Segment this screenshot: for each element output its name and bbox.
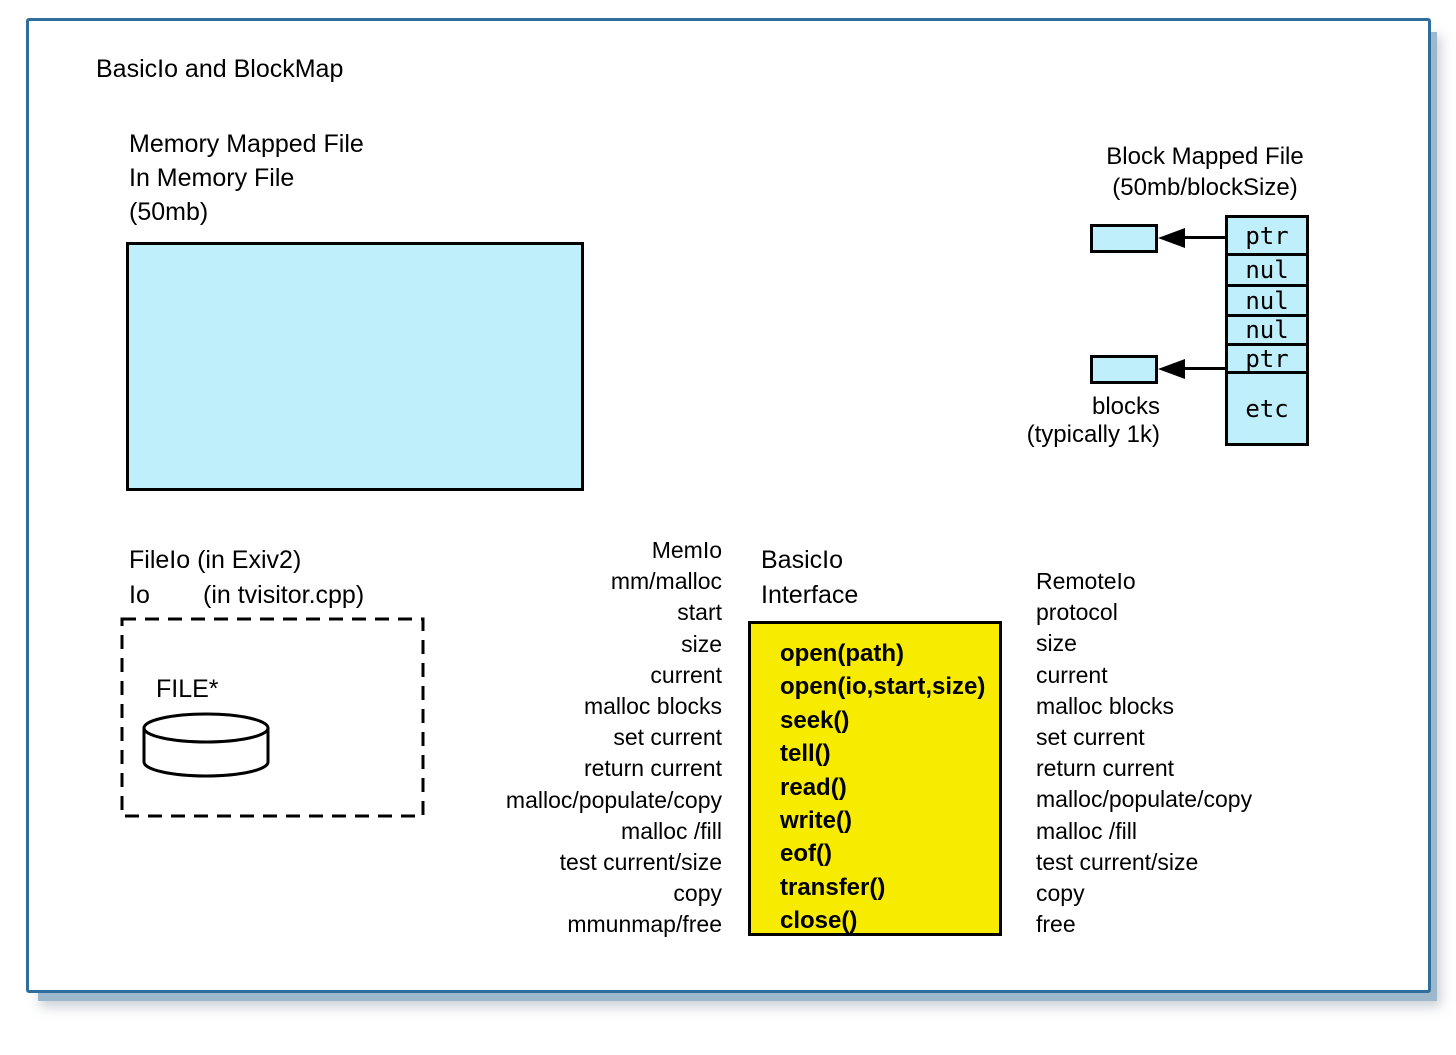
memory-mapped-label: Memory Mapped File In Memory File (50mb)	[129, 127, 364, 229]
basicio-method: write()	[780, 807, 852, 835]
disk-cylinder-icon	[142, 712, 270, 778]
remoteio-item: return current	[1036, 755, 1175, 782]
block-rect-1	[1090, 224, 1158, 253]
basicio-method: eof()	[780, 840, 832, 868]
memio-item: mmunmap/free	[567, 911, 722, 938]
memio-item: malloc /fill	[621, 817, 722, 844]
remoteio-item: size	[1036, 630, 1077, 657]
remoteio-column: RemoteIo protocol size current malloc bl…	[1036, 566, 1316, 940]
memory-mapped-label-line3: (50mb)	[129, 198, 209, 226]
memio-item: set current	[613, 724, 722, 751]
memio-item: size	[681, 630, 722, 657]
remoteio-item: set current	[1036, 724, 1145, 751]
blocks-label-line1: blocks	[1091, 393, 1160, 420]
block-rect-2	[1090, 355, 1158, 384]
arrow-line-1	[1184, 236, 1225, 239]
remoteio-item: malloc blocks	[1036, 692, 1175, 719]
arrow-line-2	[1184, 367, 1225, 370]
block-mapped-label-line1: Block Mapped File	[1106, 143, 1304, 170]
basicio-label: BasicIo Interface	[761, 543, 858, 613]
memio-item: copy	[673, 880, 722, 907]
basicio-label-line2: Interface	[761, 581, 859, 609]
block-mapped-label: Block Mapped File (50mb/blockSize)	[1080, 141, 1330, 203]
fileio-label: FileIo (in Exiv2) Io (in tvisitor.cpp)	[129, 543, 364, 613]
remoteio-item: test current/size	[1036, 848, 1199, 875]
basicio-method: transfer()	[780, 873, 886, 901]
basicio-method: tell()	[780, 740, 831, 768]
fileio-label-line1: FileIo (in Exiv2)	[129, 546, 302, 574]
left-arrow-icon	[1158, 359, 1185, 379]
memio-item: return current	[583, 755, 722, 782]
left-arrow-icon	[1158, 228, 1185, 248]
fileio-dashed-box	[120, 617, 425, 818]
block-mapped-label-line2: (50mb/blockSize)	[1112, 174, 1298, 201]
remoteio-item: free	[1036, 911, 1076, 938]
basicio-method: open(io,start,size)	[780, 673, 986, 701]
stack-cell-nul: nul	[1228, 314, 1306, 344]
stack-cell-nul: nul	[1228, 253, 1306, 284]
memio-item: start	[677, 599, 722, 626]
stack-cell-etc: etc	[1228, 371, 1306, 443]
memory-mapped-rect	[126, 242, 584, 491]
memio-item: test current/size	[559, 849, 722, 876]
basicio-method: read()	[780, 773, 847, 801]
block-map-stack: ptr nul nul nul ptr etc	[1225, 215, 1309, 446]
fileio-label-line2: Io (in tvisitor.cpp)	[129, 578, 364, 613]
memio-item: malloc/populate/copy	[505, 786, 722, 813]
stack-cell-nul: nul	[1228, 284, 1306, 315]
basicio-method: close()	[780, 907, 858, 935]
blocks-label-line2: (typically 1k)	[1026, 421, 1160, 448]
remoteio-item: protocol	[1036, 599, 1118, 626]
basicio-method: seek()	[780, 706, 850, 734]
basicio-method: open(path)	[780, 640, 904, 667]
blocks-label: blocks (typically 1k)	[980, 393, 1160, 449]
memio-item: malloc blocks	[583, 693, 722, 720]
outer-frame	[26, 18, 1431, 993]
file-pointer-label: FILE*	[156, 675, 219, 703]
remoteio-item: malloc /fill	[1036, 817, 1137, 844]
memio-title: MemIo	[651, 537, 722, 563]
memory-mapped-label-line1: Memory Mapped File	[129, 130, 364, 158]
remoteio-item: malloc/populate/copy	[1036, 786, 1253, 813]
memio-item: mm/malloc	[610, 568, 722, 595]
basicio-interface-box: open(path) open(io,start,size) seek() te…	[748, 621, 1002, 936]
memory-mapped-label-line2: In Memory File	[129, 164, 295, 192]
remoteio-item: current	[1036, 661, 1108, 688]
memio-column: MemIo mm/malloc start size current mallo…	[470, 535, 722, 941]
tvisitor-label: (in tvisitor.cpp)	[203, 581, 365, 609]
io-label: Io	[129, 581, 150, 609]
remoteio-item: copy	[1036, 880, 1085, 907]
remoteio-title: RemoteIo	[1036, 568, 1136, 594]
stack-cell-ptr: ptr	[1245, 221, 1289, 250]
page-title: BasicIo and BlockMap	[96, 55, 344, 83]
memio-item: current	[650, 661, 722, 688]
basicio-label-line1: BasicIo	[761, 546, 843, 574]
stack-cell-ptr: ptr	[1228, 343, 1306, 373]
